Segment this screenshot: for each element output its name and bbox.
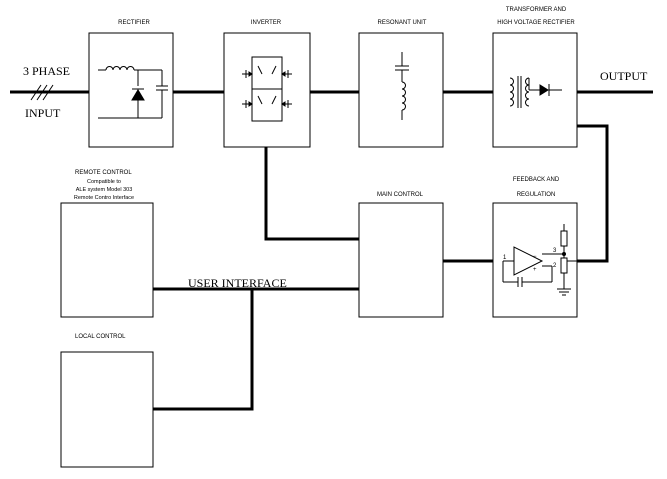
remote-control-block <box>60 202 154 318</box>
opamp-minus-label: − <box>533 254 537 260</box>
opamp-plus-label: + <box>533 267 537 273</box>
opamp-pin3-label: 3 <box>553 248 557 254</box>
transformer-label-line1: TRANSFORMER AND <box>506 7 567 13</box>
resonant-unit-block <box>358 32 444 148</box>
three-phase-slashes-icon <box>30 84 54 101</box>
user-interface-label: USER INTERFACE <box>188 276 287 290</box>
resonant-unit-label: RESONANT UNIT <box>378 20 427 26</box>
main-control-block <box>358 202 444 318</box>
opamp-pin2-label: 2 <box>553 263 557 269</box>
transformer-rectifier-icon <box>509 76 562 108</box>
rectifier-block <box>88 32 174 148</box>
transformer-block <box>492 32 578 148</box>
feedback-wire <box>577 124 609 263</box>
three-phase-label: 3 PHASE <box>23 64 70 78</box>
remote-control-label: REMOTE CONTROL <box>75 170 132 176</box>
inverter-label: INVERTER <box>251 20 282 26</box>
remote-sub-line3: Remote Contro Interface <box>74 195 134 201</box>
input-label: INPUT <box>25 106 61 120</box>
rectifier-label: RECTIFIER <box>118 20 150 26</box>
opamp-regulator-icon <box>502 224 577 296</box>
inverter-main-control-wire <box>264 147 359 241</box>
remote-sub-line2: ALE system Model 303 <box>76 187 133 193</box>
local-control-wire <box>153 289 254 411</box>
output-label: OUTPUT <box>600 69 648 83</box>
transformer-label-line2: HIGH VOLTAGE RECTIFIER <box>497 20 575 26</box>
opamp-pin1-label: 1 <box>503 255 507 261</box>
rectifier-schematic-icon <box>98 66 168 119</box>
wiring <box>10 90 653 411</box>
feedback-label-line1: FEEDBACK AND <box>513 177 560 183</box>
opamp-triangle-icon <box>513 246 544 276</box>
local-control-block <box>60 351 154 468</box>
inverter-block <box>223 32 311 148</box>
feedback-label-line2: REGULATION <box>517 192 556 198</box>
remote-sub-line1: Compatible to <box>87 179 121 185</box>
local-control-label: LOCAL CONTROL <box>75 334 126 340</box>
main-control-label: MAIN CONTROL <box>377 192 424 198</box>
resonant-lc-icon <box>395 52 409 120</box>
inverter-bridge-icon <box>242 56 292 122</box>
